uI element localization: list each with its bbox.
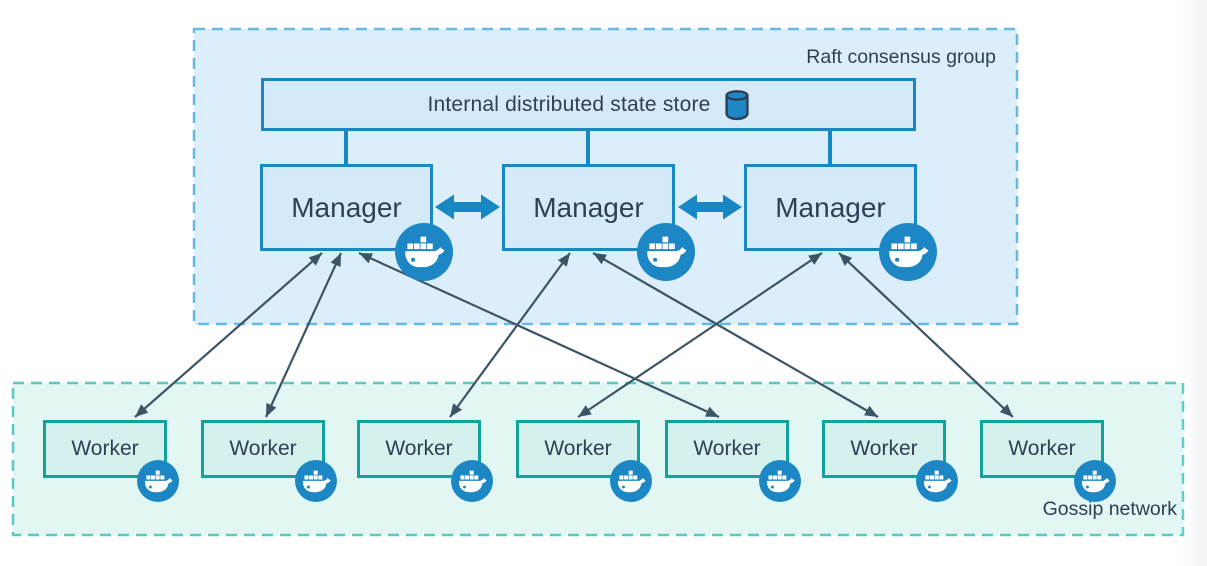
peer-link-manager-1-manager-2 [435, 194, 500, 220]
database-icon [724, 89, 749, 120]
docker-whale-icon [404, 236, 444, 268]
worker-label: Worker [71, 437, 139, 460]
docker-badge [295, 460, 337, 502]
docker-whale-icon [923, 470, 952, 492]
docker-badge [1074, 460, 1116, 502]
docker-whale-icon [458, 470, 487, 492]
docker-whale-icon [888, 236, 928, 268]
worker-label: Worker [1008, 437, 1076, 460]
link-manager-3-worker-4 [577, 252, 823, 418]
link-manager-1-worker-1 [134, 252, 323, 418]
link-manager-2-worker-6 [592, 252, 879, 418]
state-store-label: Internal distributed state store [427, 92, 711, 116]
worker-label: Worker [544, 437, 612, 460]
docker-badge [451, 460, 493, 502]
docker-whale-icon [302, 470, 331, 492]
worker-label: Worker [850, 437, 918, 460]
manager-label: Manager [775, 191, 886, 223]
state-store-box: Internal distributed state store [261, 78, 916, 131]
docker-whale-icon [646, 236, 686, 268]
worker-label: Worker [229, 437, 297, 460]
docker-badge [916, 460, 958, 502]
docker-badge [637, 223, 695, 281]
docker-whale-icon [766, 470, 795, 492]
page-edge-fade [1181, 0, 1207, 566]
docker-whale-icon [1081, 470, 1110, 492]
docker-whale-icon [617, 470, 646, 492]
docker-badge [879, 223, 937, 281]
worker-label: Worker [693, 437, 761, 460]
docker-badge [610, 460, 652, 502]
link-manager-2-worker-3 [449, 252, 571, 418]
docker-whale-icon [144, 470, 173, 492]
link-manager-3-worker-7 [838, 252, 1014, 418]
docker-badge [395, 223, 453, 281]
docker-badge [759, 460, 801, 502]
docker-badge [137, 460, 179, 502]
manager-label: Manager [533, 191, 644, 223]
raft-group-label: Raft consensus group [806, 46, 996, 68]
worker-label: Worker [385, 437, 453, 460]
peer-link-manager-2-manager-3 [678, 194, 742, 220]
manager-label: Manager [291, 191, 402, 223]
link-manager-1-worker-2 [264, 252, 343, 418]
